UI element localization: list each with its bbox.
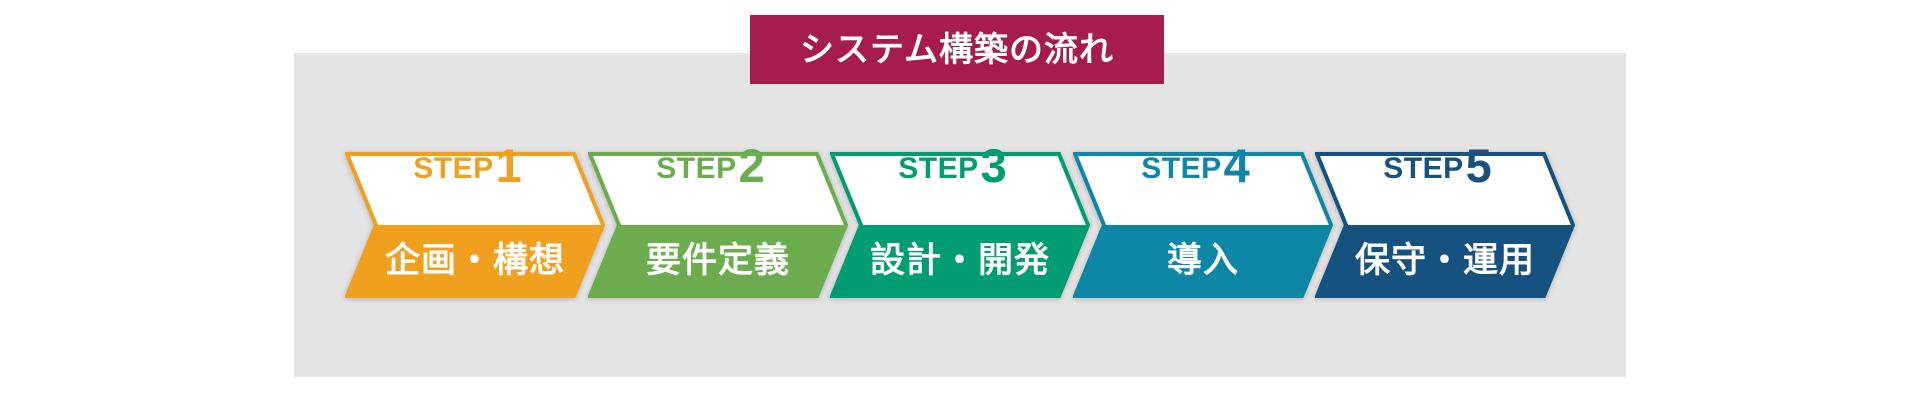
step-2-chevron-fill	[590, 225, 846, 296]
step-1-chevron-shape	[345, 152, 605, 298]
step-1-number: 1	[495, 139, 522, 192]
step-4-chevron-shape	[1073, 152, 1333, 298]
step-2-word: STEP	[656, 152, 737, 185]
step-3-chevron-fill	[832, 225, 1088, 296]
step-2-number: 2	[738, 139, 765, 192]
step-4-number: 4	[1223, 139, 1250, 192]
step-1-label: 企画・構想	[384, 241, 565, 280]
step-3-chevron-shape	[830, 152, 1090, 298]
step-3-label: 設計・開発	[869, 241, 1050, 280]
step-5-chevron-shape	[1315, 152, 1575, 298]
title-banner: システム構築の流れ	[750, 15, 1164, 84]
step-5-number: 5	[1465, 139, 1492, 192]
step-4-chevron-fill	[1075, 225, 1331, 296]
step-1-chevron-fill	[347, 225, 603, 296]
step-5-word: STEP	[1383, 152, 1464, 185]
step-3-word: STEP	[898, 152, 979, 185]
step-4-word: STEP	[1141, 152, 1222, 185]
step-5-label: 保守・運用	[1354, 241, 1535, 280]
step-2-chevron-shape	[588, 152, 848, 298]
page-title: システム構築の流れ	[800, 30, 1114, 69]
step-1-word: STEP	[413, 152, 494, 185]
step-2-label: 要件定義	[645, 241, 790, 280]
step-3-number: 3	[980, 139, 1007, 192]
step-4-label: 導入	[1166, 241, 1239, 280]
step-5-chevron-fill	[1317, 225, 1573, 296]
